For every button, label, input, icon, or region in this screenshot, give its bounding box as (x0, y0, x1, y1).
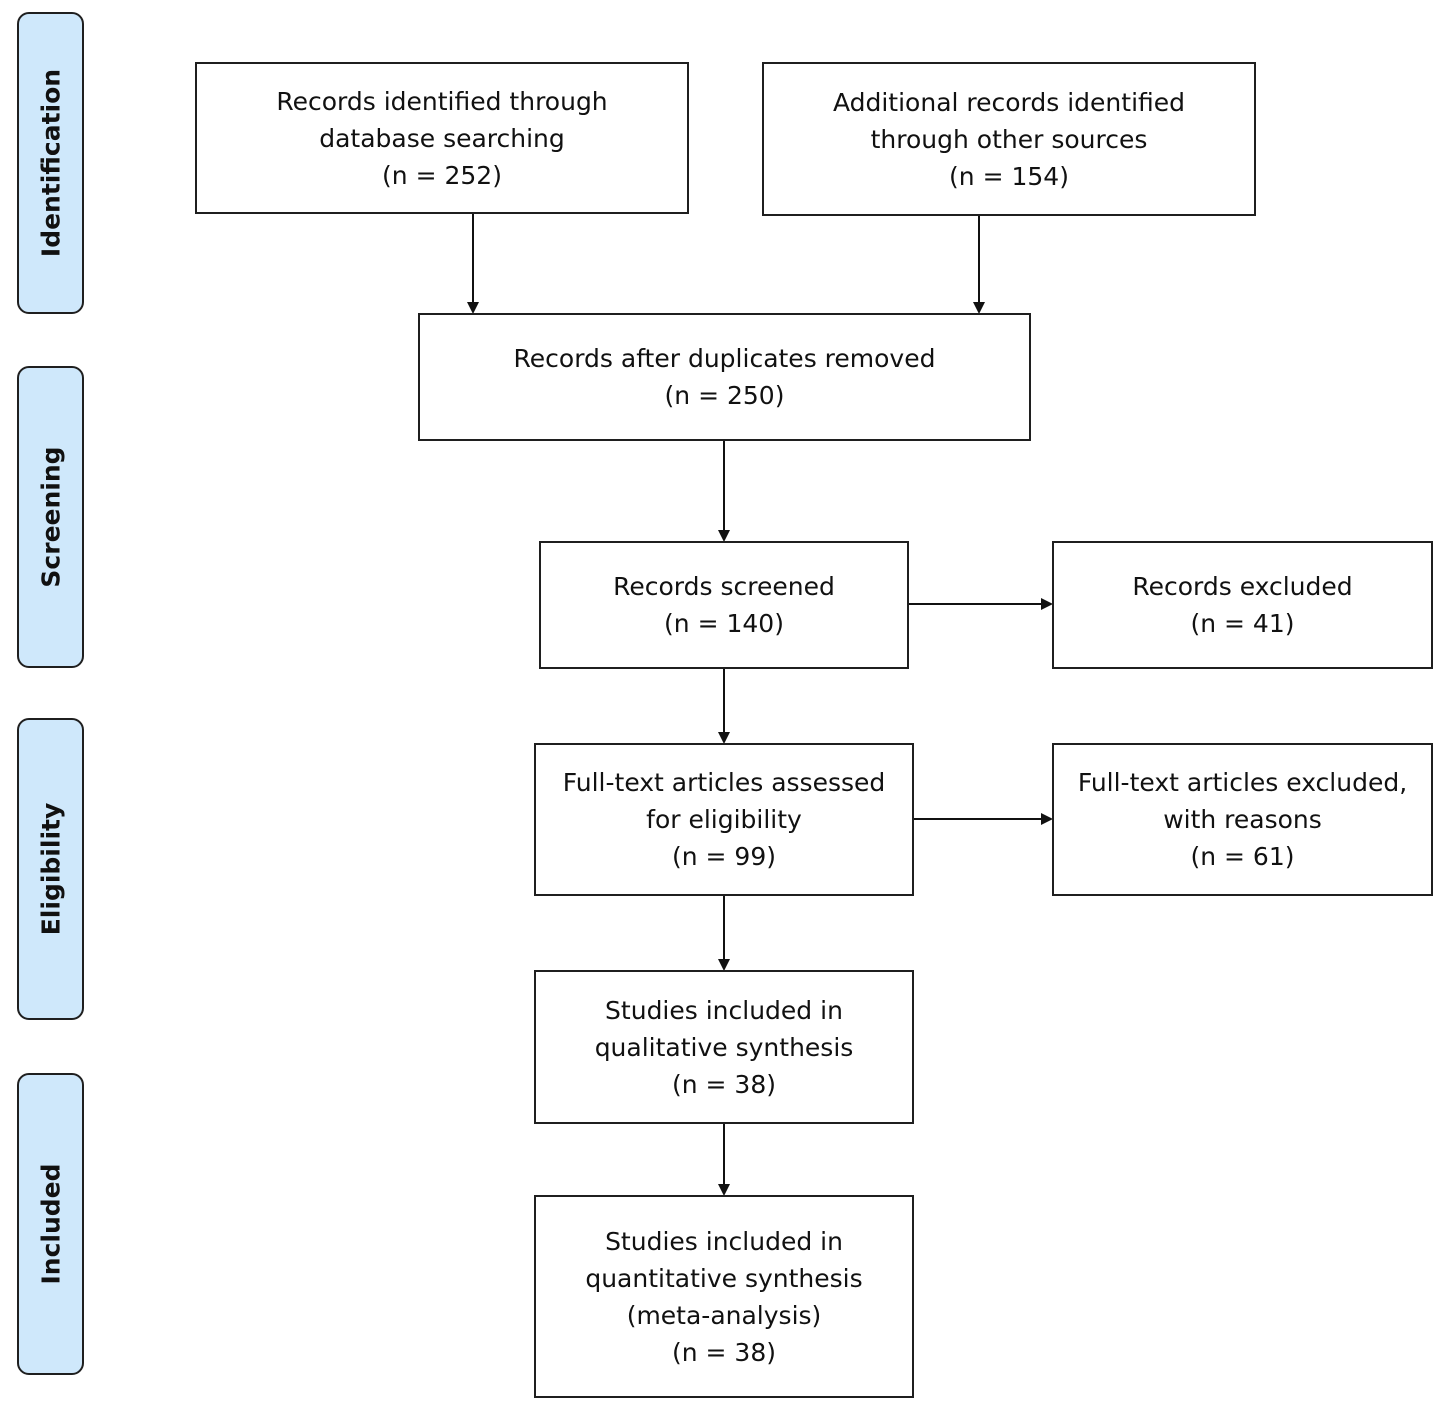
box-database-line2: database searching (319, 123, 565, 153)
box-qualitative-line2: qualitative synthesis (594, 1032, 854, 1062)
box-fulltext-line2: for eligibility (646, 805, 802, 834)
box-screened-line1: Records screened (613, 572, 835, 601)
box-database-records: Records identified through database sear… (195, 62, 689, 214)
box-other-line1: Additional records identified (832, 87, 1186, 117)
box-quantitative-line3: (meta-analysis) (626, 1300, 822, 1330)
box-records-excluded: Records excluded (n = 41) (1052, 541, 1433, 669)
phase-eligibility: Eligibility (17, 718, 84, 1020)
phase-included: Included (17, 1073, 84, 1375)
box-quantitative-synthesis: Studies included in quantitative synthes… (534, 1195, 914, 1398)
phase-identification: Identification (17, 12, 84, 314)
box-quantitative-line1: Studies included in (605, 1226, 843, 1256)
box-screened-count: (n = 140) (664, 609, 784, 638)
box-excluded-line1: Records excluded (1132, 572, 1353, 601)
box-fulltext-excluded-line1: Full-text articles excluded, (1077, 768, 1408, 797)
box-fulltext-excluded-line2: with reasons (1163, 805, 1322, 834)
box-other-line2: through other sources (870, 124, 1148, 154)
box-fulltext-line1: Full-text articles assessed (562, 768, 886, 797)
box-duplicates-removed: Records after duplicates removed (n = 25… (418, 313, 1031, 441)
box-fulltext-excluded: Full-text articles excluded, with reason… (1052, 743, 1433, 896)
box-other-count: (n = 154) (949, 161, 1069, 191)
box-database-count: (n = 252) (382, 160, 502, 190)
box-fulltext-assessed: Full-text articles assessed for eligibil… (534, 743, 914, 896)
box-duplicates-count: (n = 250) (664, 381, 785, 410)
box-quantitative-line2: quantitative synthesis (585, 1263, 863, 1293)
box-fulltext-count: (n = 99) (671, 842, 776, 871)
box-database-line1: Records identified through (276, 86, 608, 116)
box-qualitative-synthesis: Studies included in qualitative synthesi… (534, 970, 914, 1124)
box-duplicates-line1: Records after duplicates removed (513, 344, 936, 373)
box-records-screened: Records screened (n = 140) (539, 541, 909, 669)
box-quantitative-count: (n = 38) (671, 1337, 776, 1367)
box-qualitative-line1: Studies included in (605, 995, 843, 1025)
box-excluded-count: (n = 41) (1190, 609, 1295, 638)
box-qualitative-count: (n = 38) (671, 1069, 776, 1099)
box-fulltext-excluded-count: (n = 61) (1190, 842, 1295, 871)
phase-screening: Screening (17, 366, 84, 668)
box-other-sources: Additional records identified through ot… (762, 62, 1256, 216)
